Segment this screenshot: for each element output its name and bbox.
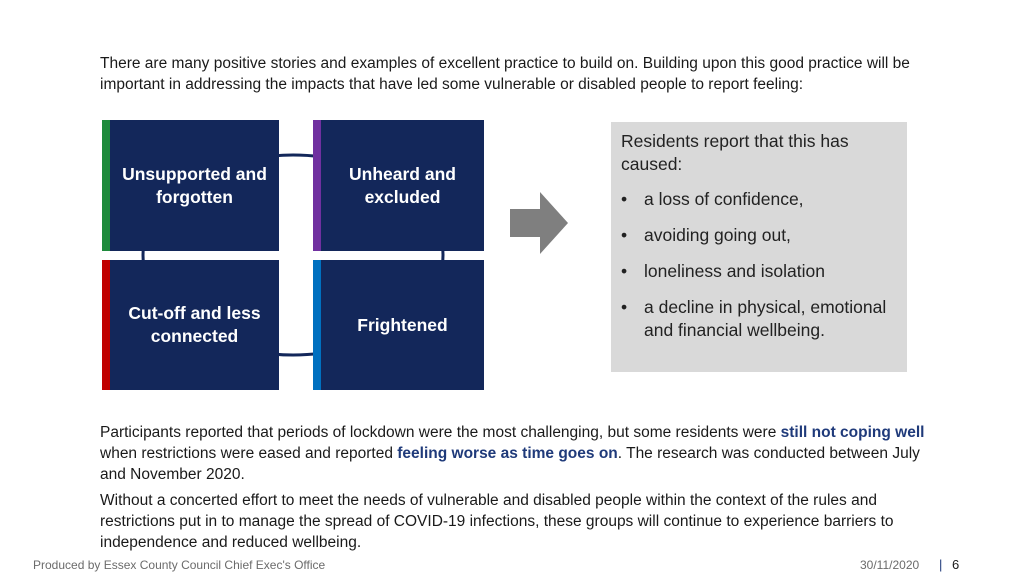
- impact-item: • avoiding going out,: [621, 224, 897, 247]
- bullet-icon: •: [621, 189, 628, 209]
- impact-text: a loss of confidence,: [644, 189, 804, 209]
- impact-text: loneliness and isolation: [644, 261, 825, 281]
- impact-item: • a loss of confidence,: [621, 188, 897, 211]
- impact-item: • loneliness and isolation: [621, 260, 897, 283]
- intro-text: There are many positive stories and exam…: [100, 55, 910, 93]
- accent-stripe: [313, 260, 321, 390]
- footer-producer: Produced by Essex County Council Chief E…: [33, 558, 326, 572]
- feeling-box-frightened: Frightened: [313, 260, 484, 390]
- bullet-icon: •: [621, 297, 628, 317]
- accent-stripe: [102, 260, 110, 390]
- feeling-label: Unheard and excluded: [349, 163, 456, 207]
- feeling-label: Unsupported and forgotten: [122, 163, 267, 207]
- findings-paragraph-2: Without a concerted effort to meet the n…: [100, 492, 894, 551]
- impacts-panel: Residents report that this has caused: •…: [611, 122, 907, 372]
- bullet-icon: •: [621, 261, 628, 281]
- impact-text: avoiding going out,: [644, 225, 791, 245]
- footer-date: 30/11/2020: [860, 558, 920, 572]
- findings-text: . The research was conducted between Jul…: [100, 445, 920, 483]
- impacts-list: • a loss of confidence, • avoiding going o…: [621, 188, 897, 342]
- feeling-box-unheard: Unheard and excluded: [313, 120, 484, 251]
- page-number: 6: [952, 557, 960, 572]
- impacts-heading: Residents report that this has caused:: [621, 131, 849, 174]
- findings-paragraph-1: Participants reported that periods of lo…: [100, 422, 940, 485]
- accent-stripe: [313, 120, 321, 251]
- footer-separator: |: [939, 557, 943, 572]
- right-arrow-icon: [510, 192, 568, 254]
- findings-text: Participants reported that periods of lo…: [100, 424, 781, 441]
- accent-stripe: [102, 120, 110, 251]
- feeling-box-unsupported: Unsupported and forgotten: [102, 120, 279, 251]
- findings-text: when restrictions were eased and reporte…: [100, 445, 398, 462]
- highlight-feeling-worse: feeling worse as time goes on: [397, 445, 618, 462]
- impact-text: a decline in physical, emotional and fin…: [644, 297, 887, 340]
- impact-item: • a decline in physical, emotional and fi…: [621, 296, 897, 342]
- feeling-label: Cut-off and less connected: [128, 303, 261, 346]
- feeling-label: Frightened: [357, 314, 448, 335]
- bullet-icon: •: [621, 225, 628, 245]
- highlight-not-coping: still not coping well: [780, 424, 925, 441]
- feeling-box-cutoff: Cut-off and less connected: [102, 260, 279, 390]
